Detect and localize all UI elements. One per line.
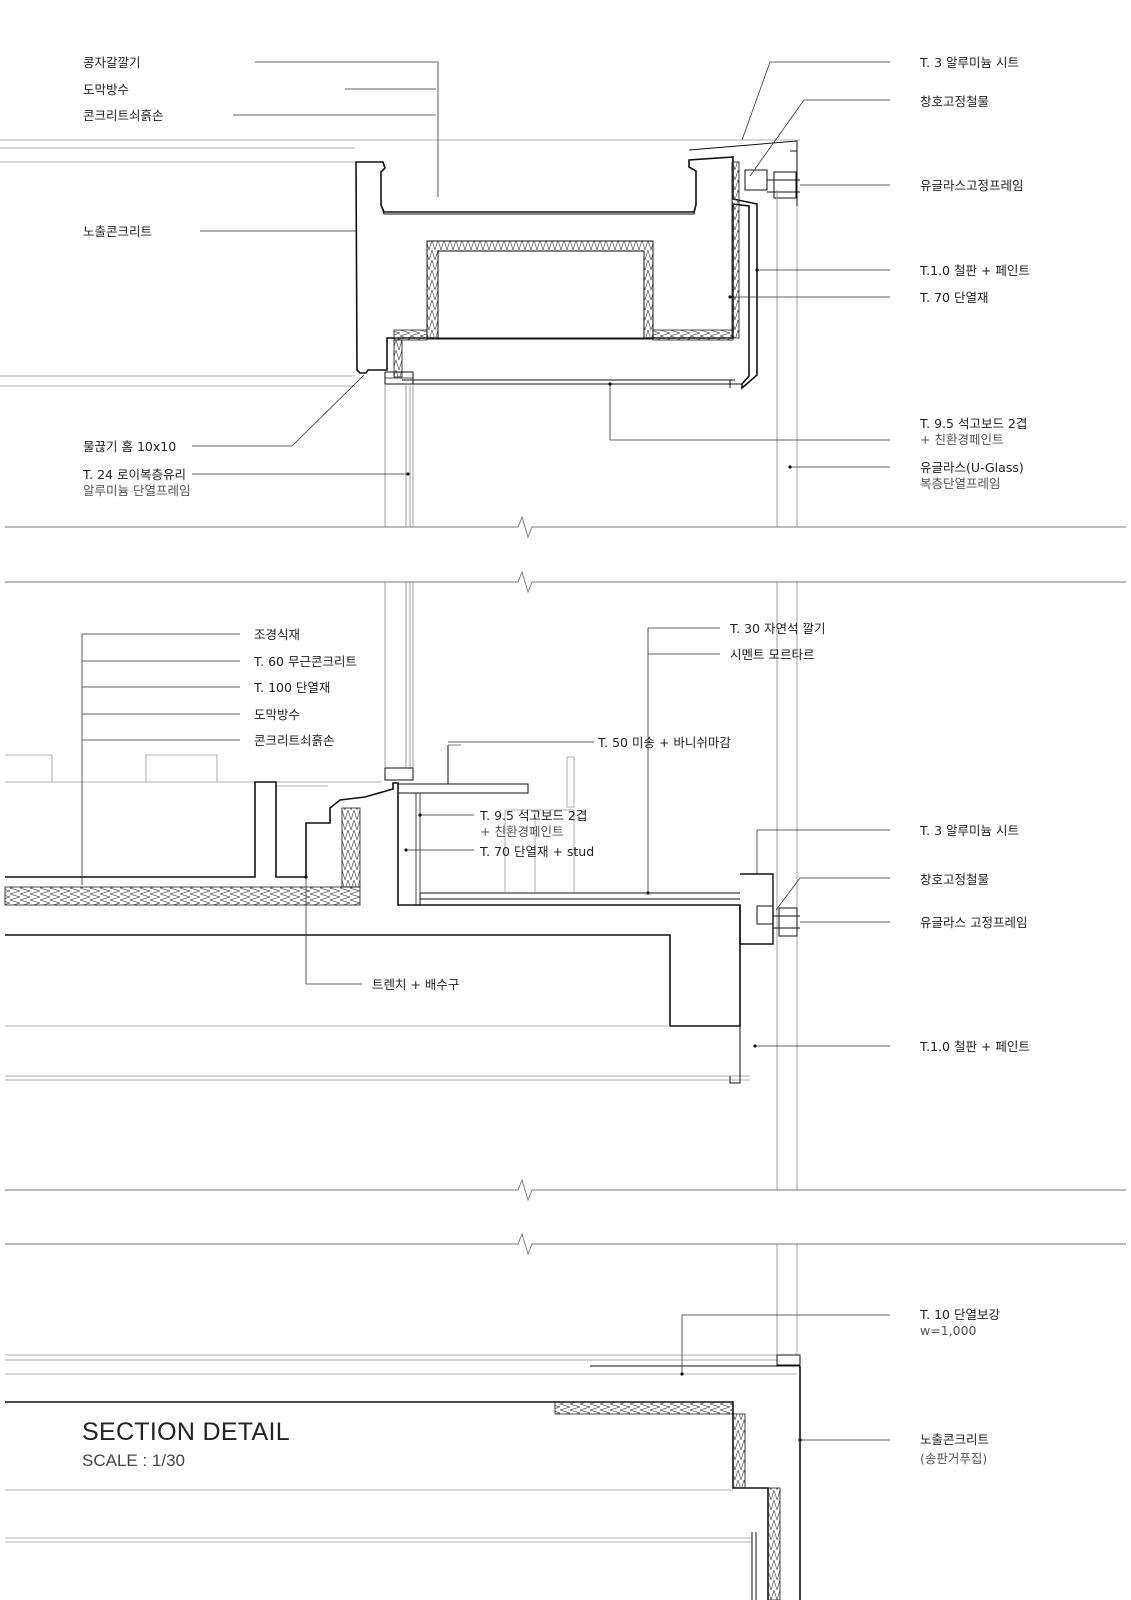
label-uglass-frame-top: 유글라스고정프레임 [920, 178, 1024, 193]
label-natural-stone: T. 30 자연석 깔기 [730, 621, 826, 636]
label-uglass-frame-mid: 유글라스 고정프레임 [920, 915, 1028, 930]
label-trowel-mid: 콘크리트쇠흙손 [254, 733, 335, 748]
label-steel-plate-top: T.1.0 철판 + 페인트 [920, 263, 1030, 278]
label-planting: 조경식재 [254, 627, 301, 642]
label-drip-groove: 물끊기 홈 10x10 [83, 439, 177, 454]
roof-insulation [5, 887, 360, 905]
label-insulation-width: w=1,000 [920, 1323, 977, 1338]
label-exposed-concrete: 노출콘크리트 [83, 224, 153, 239]
label-insulation-reinforce: T. 10 단열보강 [920, 1307, 1000, 1322]
label-low-e-glass-frame: 알루미늄 단열프레임 [83, 483, 191, 498]
label-trench-drain: 트렌치 + 배수구 [372, 977, 460, 992]
label-cement-mortar: 시멘트 모르타르 [730, 647, 815, 662]
label-gypsum-mid: T. 9.5 석고보드 2겹 [480, 808, 588, 823]
label-plain-concrete: T. 60 무근콘크리트 [254, 654, 357, 669]
bottom-section [5, 1355, 800, 1600]
label-exposed-concrete-board: 노출콘크리트 [920, 1432, 990, 1447]
label-uglass-frame-double: 복층단열프레임 [920, 476, 1001, 491]
label-uglass: 유글라스(U-Glass) [920, 460, 1024, 475]
label-pine-bench: T. 50 미송 + 바니쉬마감 [598, 735, 731, 750]
label-alum-sheet-mid: T. 3 알루미늄 시트 [920, 823, 1019, 838]
label-fixing-hardware-top: 창호고정철물 [920, 94, 990, 109]
label-paint-mid: + 친환경페인트 [480, 824, 564, 839]
break-lines [5, 517, 1126, 1254]
label-steel-plate-mid: T.1.0 철판 + 페인트 [920, 1039, 1030, 1054]
label-membrane-top: 도막방수 [83, 82, 130, 97]
label-gypsum-top: T. 9.5 석고보드 2겹 [920, 416, 1028, 431]
label-trowel-top: 콘크리트쇠흙손 [83, 108, 164, 123]
drawing-scale: SCALE : 1/30 [82, 1451, 186, 1470]
leader-lines [82, 62, 890, 1440]
label-board-formwork: (송판거푸집) [920, 1451, 988, 1466]
label-alum-sheet-top: T. 3 알루미늄 시트 [920, 55, 1019, 70]
label-insulation-stud: T. 70 단열재 + stud [480, 844, 595, 859]
label-paint-top: + 친환경페인트 [920, 432, 1004, 447]
top-section [0, 140, 800, 388]
drawing-title: SECTION DETAIL [82, 1418, 290, 1446]
glazing-lines [385, 190, 797, 1355]
label-fixing-hardware-mid: 창호고정철물 [920, 872, 990, 887]
label-gravel: 콩자갈깔기 [83, 55, 141, 70]
label-insulation-70-top: T. 70 단열재 [920, 290, 989, 305]
label-insulation-100: T. 100 단열재 [254, 680, 331, 695]
label-membrane-mid: 도막방수 [254, 707, 301, 722]
slab-concrete [5, 782, 740, 1026]
leader-dots [304, 268, 802, 1442]
middle-section [5, 745, 800, 1083]
label-low-e-glass: T. 24 로이복층유리 [83, 467, 186, 482]
